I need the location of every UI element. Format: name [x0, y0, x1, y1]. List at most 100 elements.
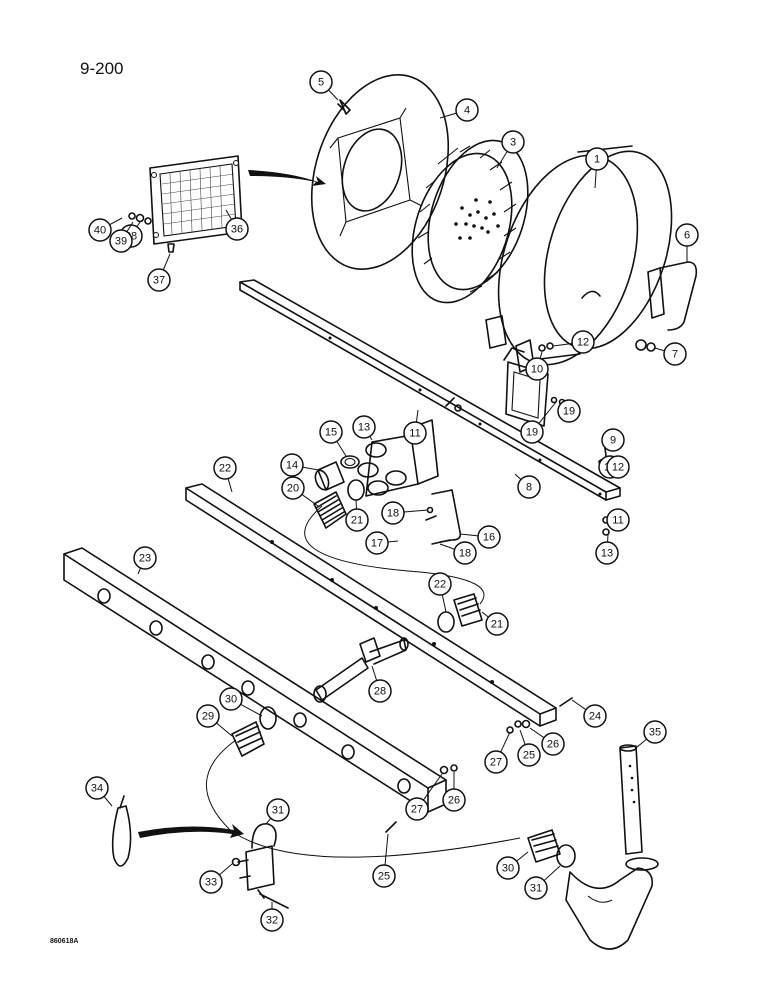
leader-line — [635, 738, 647, 749]
callout-16: 16 — [459, 525, 501, 549]
callout-4: 4 — [439, 98, 479, 122]
callout-13: 13 — [352, 415, 376, 441]
callout-5: 5 — [309, 70, 339, 101]
callout-circle — [281, 476, 305, 500]
tube-15 — [314, 461, 345, 491]
callout-label: 8 — [526, 482, 532, 494]
callout-label: 35 — [649, 727, 661, 739]
leader-line — [439, 112, 457, 119]
callout-circle — [213, 456, 237, 480]
callout-label: 34 — [91, 783, 103, 795]
leader-line — [225, 209, 232, 220]
callout-11: 11 — [606, 508, 630, 532]
callout-12: 12 — [606, 455, 630, 479]
leader-line — [103, 796, 113, 807]
leader-line — [459, 533, 479, 537]
callout-18: 18 — [439, 541, 477, 565]
callout-circle — [199, 870, 223, 894]
callout-circle — [133, 546, 157, 570]
callout-19: 19 — [520, 401, 557, 444]
nut-13a — [546, 342, 554, 350]
callout-circle — [219, 687, 243, 711]
channel-rail-23 — [185, 483, 557, 727]
callout-label: 19 — [526, 427, 538, 439]
callout-circle — [595, 541, 619, 565]
callout-label: 36 — [231, 224, 243, 236]
callout-label: 26 — [448, 795, 460, 807]
bolt-33 — [257, 889, 289, 909]
callout-circle — [405, 797, 429, 821]
leader-line — [137, 567, 142, 575]
callout-circle — [280, 453, 304, 477]
callout-circle — [428, 572, 452, 596]
callout-9: 9 — [601, 428, 625, 452]
callout-10: 10 — [525, 351, 549, 381]
bellows-21a — [313, 491, 347, 529]
leader-line — [594, 169, 597, 189]
leader-line — [387, 540, 399, 543]
callout-circle — [85, 776, 109, 800]
leader-line — [216, 722, 233, 737]
callout-label: 16 — [483, 532, 495, 544]
callout-label: 6 — [684, 230, 690, 242]
arrow-35-to-32 — [138, 824, 244, 838]
callout-7: 7 — [654, 342, 687, 366]
washer-19a — [426, 506, 434, 514]
support-channel-9 — [239, 279, 621, 501]
callout-circle — [477, 525, 501, 549]
leader-line — [538, 401, 557, 424]
callout-30: 30 — [496, 851, 529, 880]
leader-line — [415, 409, 419, 423]
leader-line — [571, 699, 587, 711]
bracket-17 — [431, 489, 462, 543]
callout-label: 19 — [563, 406, 575, 418]
callout-label: 12 — [577, 337, 589, 349]
callout-circle — [368, 679, 392, 703]
callout-label: 31 — [272, 805, 284, 817]
callout-circle — [606, 455, 630, 479]
callout-circle — [484, 750, 508, 774]
leader-line — [496, 151, 508, 169]
callout-circle — [196, 704, 220, 728]
callout-32: 32 — [260, 902, 284, 932]
callout-label: 24 — [589, 711, 601, 723]
callout-label: 14 — [286, 460, 298, 472]
washer-26b — [450, 764, 458, 772]
leader-line — [328, 89, 339, 101]
callout-31: 31 — [265, 798, 290, 825]
callout-label: 30 — [502, 863, 514, 875]
callout-circle — [541, 732, 565, 756]
leader-line — [519, 729, 526, 745]
callout-21: 21 — [345, 499, 369, 532]
callout-25: 25 — [517, 729, 541, 767]
clamp-22a — [347, 479, 365, 501]
washer-26a — [514, 720, 522, 728]
callout-label: 37 — [153, 275, 165, 287]
hose-loop-upper — [304, 505, 485, 605]
leader-line — [543, 865, 561, 881]
callout-label: 21 — [491, 619, 503, 631]
callout-31: 31 — [524, 865, 561, 900]
sleeve-16 — [340, 455, 360, 469]
callout-circle — [675, 223, 699, 247]
leader-line — [403, 509, 429, 513]
callout-circle — [485, 612, 509, 636]
callout-label: 5 — [318, 77, 324, 89]
callout-40: 40 — [88, 217, 123, 242]
callout-label: 32 — [266, 915, 278, 927]
hose-loop-lower — [206, 739, 521, 858]
leader-line — [516, 851, 529, 862]
callout-6: 6 — [675, 223, 699, 262]
leader-line — [552, 342, 573, 347]
callout-label: 27 — [411, 804, 423, 816]
callout-circle — [585, 147, 609, 171]
callout-label: 10 — [531, 364, 543, 376]
callout-circle — [442, 788, 466, 812]
callout-30: 30 — [219, 687, 263, 717]
callout-23: 23 — [133, 546, 157, 575]
u-bolt-6 — [659, 261, 698, 331]
callout-24: 24 — [571, 699, 607, 728]
callout-37: 37 — [147, 253, 171, 292]
flat-bar-24 — [63, 547, 447, 813]
